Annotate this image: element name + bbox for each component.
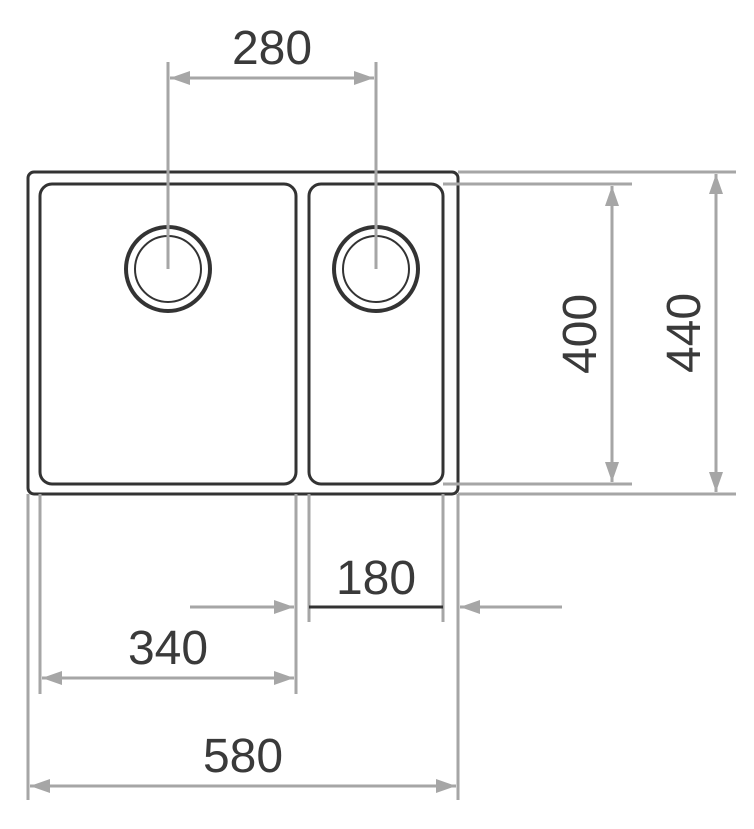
drain-spacing-label: 280 <box>232 22 312 75</box>
dimension-overall-width: 580 <box>30 730 456 793</box>
overall-depth-label: 440 <box>658 293 711 373</box>
dimension-overall-depth: 440 <box>458 170 736 496</box>
overall-width-label: 580 <box>203 730 283 783</box>
small-bowl-width-label: 180 <box>336 552 416 605</box>
sink-outline <box>26 170 460 496</box>
dimension-bowl-depth: 400 <box>443 182 632 486</box>
dimension-drain-spacing: 280 <box>166 22 378 269</box>
sink-outer-frame <box>26 170 460 496</box>
dimension-large-bowl-width: 340 <box>42 622 294 685</box>
bowl-depth-label: 400 <box>554 294 607 374</box>
vertical-extension-lines <box>26 494 460 800</box>
dimension-small-bowl-width: 180 <box>190 552 562 614</box>
large-bowl-width-label: 340 <box>128 622 208 675</box>
